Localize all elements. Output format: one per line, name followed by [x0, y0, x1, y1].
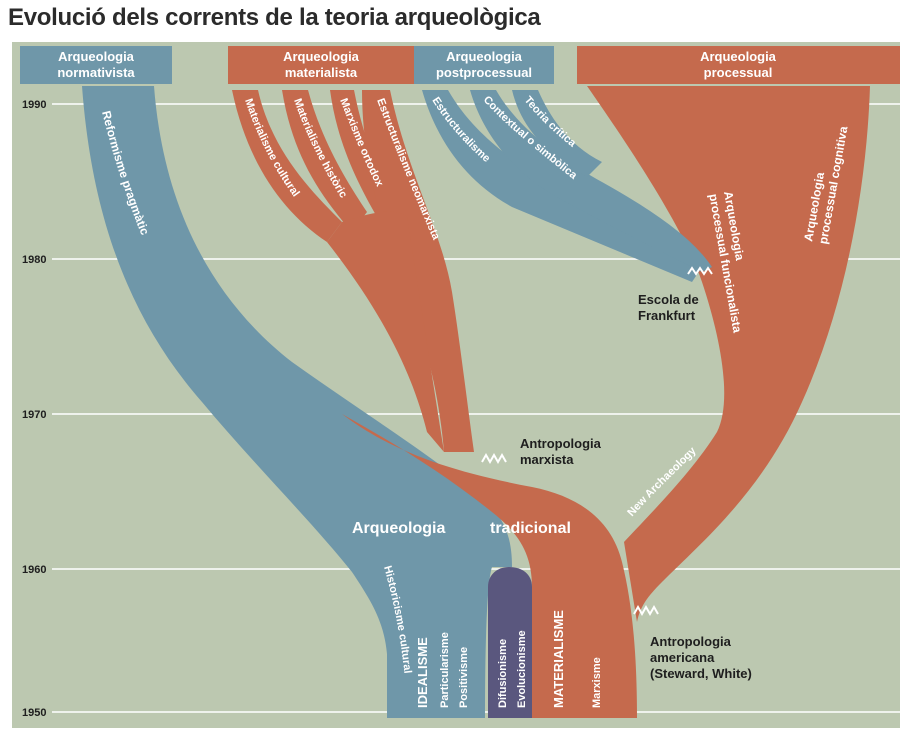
year-label-1950: 1950: [22, 707, 46, 719]
label-tradicional-right: tradicional: [490, 520, 571, 537]
flow-materialisme-historic: [282, 90, 367, 232]
label-idealisme: IDEALISME: [415, 637, 430, 708]
label-tradicional-left: Arqueologia: [352, 520, 445, 537]
label-difusionisme: Difusionisme: [497, 639, 509, 708]
annotation-escola-frankfurt-line1: Escola de: [638, 292, 699, 307]
label-particularisme: Particularisme: [439, 632, 451, 708]
annotation-escola-frankfurt-line2: Frankfurt: [638, 308, 696, 323]
annotation-antropologia-americana-line2: americana: [650, 650, 715, 665]
header-processual: Arqueologia processual: [577, 46, 900, 84]
header-processual-line2: processual: [704, 65, 773, 80]
year-label-1970: 1970: [22, 409, 46, 421]
flow-arqueologia-processual: [587, 86, 870, 622]
flow-materialisme: [342, 414, 637, 718]
header-processual-box: [577, 46, 900, 84]
label-marxisme: Marxisme: [591, 657, 603, 708]
annotation-antropologia-marxista-line2: marxista: [520, 452, 574, 467]
header-normativista-box: [20, 46, 172, 84]
flow-difusionisme-evolucionisme: [488, 567, 532, 718]
header-postprocessual-box: [414, 46, 554, 84]
flow-estructuralisme-neomarxista: [362, 90, 474, 452]
header-postprocessual: Arqueologia postprocessual: [414, 46, 554, 84]
header-processual-line1: Arqueologia: [700, 49, 777, 64]
flow-contextual-simbolica: [470, 90, 712, 272]
flow-reformisme-pragmatic: [82, 86, 512, 718]
header-materialista-line2: materialista: [285, 65, 358, 80]
header-materialista: Arqueologia materialista: [228, 46, 414, 84]
year-label-1960: 1960: [22, 564, 46, 576]
flow-teoria-critica: [512, 90, 602, 177]
flow-materialista-merge: [327, 211, 444, 452]
annotation-antropologia-marxista-line1: Antropologia: [520, 436, 602, 451]
year-label-1980: 1980: [22, 254, 46, 266]
header-materialista-box: [228, 46, 414, 84]
header-normativista-line2: normativista: [57, 65, 135, 80]
notch-antropologia-marxista: [481, 452, 507, 465]
header-normativista: Arqueologia normativista: [20, 46, 172, 84]
label-evolucionisme: Evolucionisme: [516, 630, 528, 708]
flow-materialisme-cultural: [232, 90, 342, 242]
label-materialisme: MATERIALISME: [551, 610, 566, 708]
annotation-antropologia-americana-line3: (Steward, White): [650, 666, 752, 681]
header-postprocessual-line1: Arqueologia: [446, 49, 523, 64]
label-positivisme: Positivisme: [458, 647, 470, 708]
notch-antropologia-americana: [633, 604, 659, 617]
notch-escola-frankfurt: [687, 266, 713, 276]
diagram-canvas: 1990 1980 1970 1960 1950 Arqueologia nor…: [12, 42, 900, 728]
year-label-1990: 1990: [22, 99, 46, 111]
header-postprocessual-line2: postprocessual: [436, 65, 532, 80]
header-normativista-line1: Arqueologia: [58, 49, 135, 64]
annotation-antropologia-americana-line1: Antropologia: [650, 634, 732, 649]
diagram-title: Evolució dels corrents de la teoria arqu…: [8, 4, 541, 31]
header-materialista-line1: Arqueologia: [283, 49, 360, 64]
